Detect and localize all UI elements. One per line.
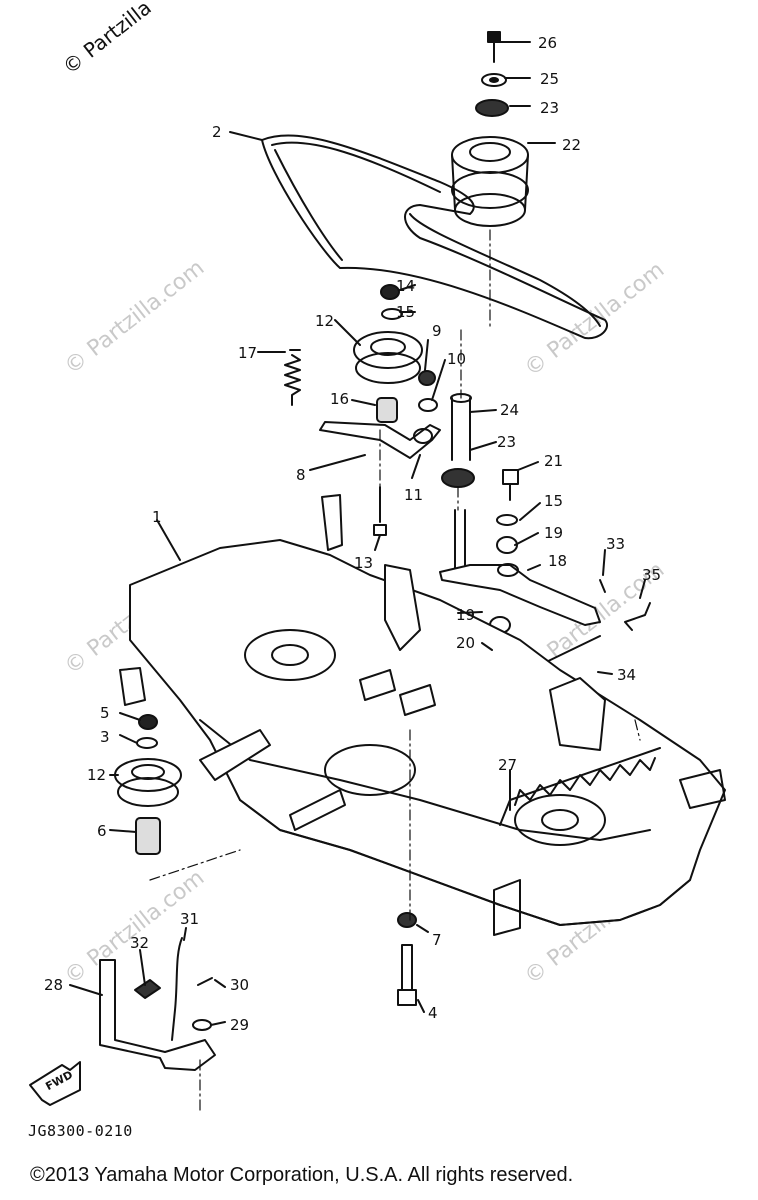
drive-belt <box>261 134 608 340</box>
callout-7: 7 <box>432 931 442 949</box>
callout-33: 33 <box>606 535 625 553</box>
callout-28: 28 <box>44 976 63 994</box>
mount-block <box>359 669 396 701</box>
callout-27: 27 <box>498 756 517 774</box>
discharge-guide <box>384 564 421 651</box>
callout-25: 25 <box>540 70 559 88</box>
shaft <box>454 509 466 571</box>
callout-2: 2 <box>212 123 222 141</box>
callout-9: 9 <box>432 322 442 340</box>
lever-knob <box>134 979 161 999</box>
mower-deck-housing <box>129 539 726 926</box>
bolt <box>397 944 417 1006</box>
callout-14: 14 <box>396 277 415 295</box>
cotter-pin <box>197 977 213 986</box>
callout-19: 19 <box>456 606 475 624</box>
callout-23: 23 <box>497 433 516 451</box>
bearing <box>441 468 475 488</box>
deck-mount-bracket <box>119 667 146 706</box>
callout-13: 13 <box>354 554 373 572</box>
callout-23: 23 <box>540 99 559 117</box>
idler-pulley <box>353 331 423 384</box>
callout-24: 24 <box>500 401 519 419</box>
hitch-pin <box>171 937 183 1041</box>
callout-17: 17 <box>238 344 257 362</box>
callout-3: 3 <box>100 728 110 746</box>
height-adjust-bracket <box>99 959 216 1071</box>
deck-mount-bracket <box>679 769 726 809</box>
callout-15: 15 <box>396 303 415 321</box>
callout-5: 5 <box>100 704 110 722</box>
mount-block <box>399 684 436 716</box>
rod <box>539 635 601 666</box>
washer <box>136 737 158 749</box>
bolt <box>502 469 519 501</box>
nut <box>418 370 436 386</box>
callout-18: 18 <box>548 552 567 570</box>
callout-34: 34 <box>617 666 636 684</box>
callout-6: 6 <box>97 822 107 840</box>
washer <box>496 514 518 526</box>
callout-20: 20 <box>456 634 475 652</box>
callout-32: 32 <box>130 934 149 952</box>
callout-4: 4 <box>428 1004 438 1022</box>
washer <box>381 308 403 320</box>
deck-mount-bracket <box>321 494 343 551</box>
fwd-arrow-icon <box>29 1061 81 1106</box>
washer <box>481 73 507 87</box>
callout-15: 15 <box>544 492 563 510</box>
callout-8: 8 <box>296 466 306 484</box>
washer <box>418 398 438 412</box>
callout-12: 12 <box>87 766 106 784</box>
diagram-id: JG8300-0210 <box>28 1122 133 1140</box>
deck-mount-bracket <box>493 879 521 936</box>
bolt <box>487 31 501 63</box>
callout-26: 26 <box>538 34 557 52</box>
copyright-notice: ©2013 Yamaha Motor Corporation, U.S.A. A… <box>30 1164 574 1186</box>
callout-12: 12 <box>315 312 334 330</box>
callout-11: 11 <box>404 486 423 504</box>
callout-1: 1 <box>152 508 162 526</box>
upper-idler-pulley <box>451 136 529 227</box>
nut <box>380 284 400 300</box>
tension-spring <box>284 349 301 406</box>
shaft <box>451 397 471 461</box>
chute-cover <box>549 677 606 751</box>
spindle-sleeve <box>135 817 161 855</box>
washer <box>192 1019 212 1031</box>
spacer <box>376 397 398 423</box>
callout-21: 21 <box>544 452 563 470</box>
callout-16: 16 <box>330 390 349 408</box>
bearing <box>475 99 509 117</box>
washer <box>397 912 417 928</box>
callout-19: 19 <box>544 524 563 542</box>
wing-nut <box>624 602 651 631</box>
callout-35: 35 <box>642 566 661 584</box>
bushing <box>413 428 433 444</box>
bolt <box>373 486 387 536</box>
callout-31: 31 <box>180 910 199 928</box>
callout-30: 30 <box>230 976 249 994</box>
clip <box>599 579 606 593</box>
callout-29: 29 <box>230 1016 249 1034</box>
callout-10: 10 <box>447 350 466 368</box>
blade-pulley <box>114 758 182 807</box>
callout-22: 22 <box>562 136 581 154</box>
nut <box>138 714 158 730</box>
